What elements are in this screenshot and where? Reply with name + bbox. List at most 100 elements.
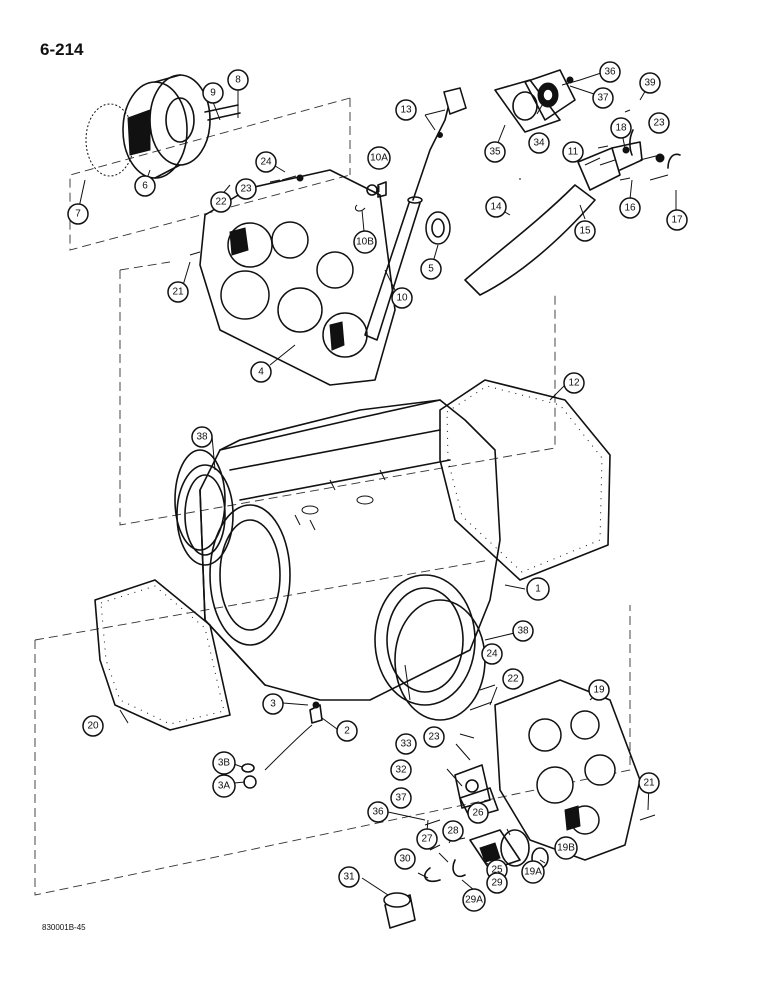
callout-22-top: 22 [210,191,232,213]
front-cover-plate [494,679,641,861]
svg-text:30: 30 [399,854,411,865]
callout-35: 35 [484,141,506,163]
svg-text:21: 21 [643,778,655,789]
svg-text:26: 26 [472,808,484,819]
pump-assembly [383,664,656,929]
svg-text:19A: 19A [524,867,542,878]
callout-1: 1 [526,577,550,601]
callout-21-top: 21 [167,281,189,303]
drain-plug-parts [241,701,323,789]
callout-18: 18 [610,117,632,139]
callout-23-bottom: 23 [423,726,445,748]
callout-9: 9 [202,82,224,104]
callout-7: 7 [67,203,89,225]
svg-text:25: 25 [491,865,503,876]
svg-text:21: 21 [172,287,184,298]
svg-text:14: 14 [490,202,502,213]
svg-text:12: 12 [568,378,580,389]
callout-12: 12 [563,372,585,394]
svg-text:39: 39 [644,78,656,89]
svg-text:16: 16 [624,203,636,214]
svg-text:23: 23 [653,118,665,129]
callout-6: 6 [134,175,156,197]
svg-text:6: 6 [142,181,148,192]
rear-gasket [439,379,611,581]
callout-16: 16 [619,197,641,219]
svg-text:34: 34 [533,138,545,149]
svg-text:4: 4 [258,367,264,378]
svg-text:28: 28 [447,826,459,837]
hardware-marks [189,76,665,256]
svg-text:36: 36 [372,807,384,818]
callout-39: 39 [639,72,661,94]
figure-code: 830001B-45 [42,923,86,932]
svg-text:29: 29 [491,878,503,889]
svg-text:10A: 10A [370,153,388,164]
callout-10a: 10A [367,146,391,170]
svg-text:20: 20 [87,721,99,732]
callout-33: 33 [395,733,417,755]
svg-text:22: 22 [215,197,227,208]
callout-13: 13 [395,99,417,121]
svg-text:38: 38 [517,626,529,637]
main-transmission-housing [176,399,501,706]
callout-22-bottom: 22 [502,668,524,690]
callout-2: 2 [336,720,358,742]
filler-tube-assembly [464,69,681,296]
svg-text:1: 1 [535,584,541,595]
svg-text:36: 36 [604,67,616,78]
rear-cover-plate [199,169,396,386]
callout-8: 8 [227,69,249,91]
svg-text:10B: 10B [356,237,374,248]
svg-text:3B: 3B [218,758,231,769]
svg-text:38: 38 [196,432,208,443]
callout-15: 15 [574,220,596,242]
callout-11: 11 [562,141,584,163]
svg-text:22: 22 [507,674,519,685]
callout-17: 17 [666,209,688,231]
svg-text:24: 24 [486,649,498,660]
svg-text:37: 37 [597,93,609,104]
callout-37-top: 37 [592,87,614,109]
svg-text:13: 13 [400,105,412,116]
callout-32: 32 [390,759,412,781]
callout-23-right: 23 [648,112,670,134]
callout-31: 31 [338,866,360,888]
svg-text:10: 10 [396,293,408,304]
callout-38-top: 38 [191,426,213,448]
callout-28: 28 [442,820,464,842]
callout-10b: 10B [353,230,377,254]
svg-text:24: 24 [260,157,272,168]
svg-text:11: 11 [568,147,579,158]
svg-text:29A: 29A [465,895,483,906]
callout-23-top: 23 [235,178,257,200]
page-number: 6-214 [40,40,84,59]
callout-24-top: 24 [255,151,277,173]
svg-text:27: 27 [421,834,433,845]
svg-text:35: 35 [489,147,501,158]
callout-38-bottom: 38 [512,620,534,642]
svg-text:5: 5 [428,264,434,275]
svg-text:9: 9 [210,88,216,99]
callout-labels: 1 2 3 3A 3B 4 5 6 7 8 9 10 10A 10B 11 12… [67,61,688,912]
svg-text:19B: 19B [557,843,575,854]
callout-4: 4 [250,361,272,383]
callout-37-bottom: 37 [390,787,412,809]
callout-26: 26 [467,802,489,824]
svg-text:37: 37 [395,793,407,804]
callout-3a: 3A [212,774,236,798]
callout-24-bottom: 24 [481,643,503,665]
callout-34: 34 [528,132,550,154]
callout-5: 5 [420,258,442,280]
svg-text:23: 23 [240,184,252,195]
callout-3b: 3B [212,751,236,775]
callout-10: 10 [391,287,413,309]
svg-text:32: 32 [395,765,407,776]
svg-text:31: 31 [343,872,355,883]
side-gasket [94,579,231,731]
svg-text:3A: 3A [218,781,231,792]
svg-text:3: 3 [270,699,276,710]
callout-29: 29 [486,872,508,894]
callout-30: 30 [394,848,416,870]
